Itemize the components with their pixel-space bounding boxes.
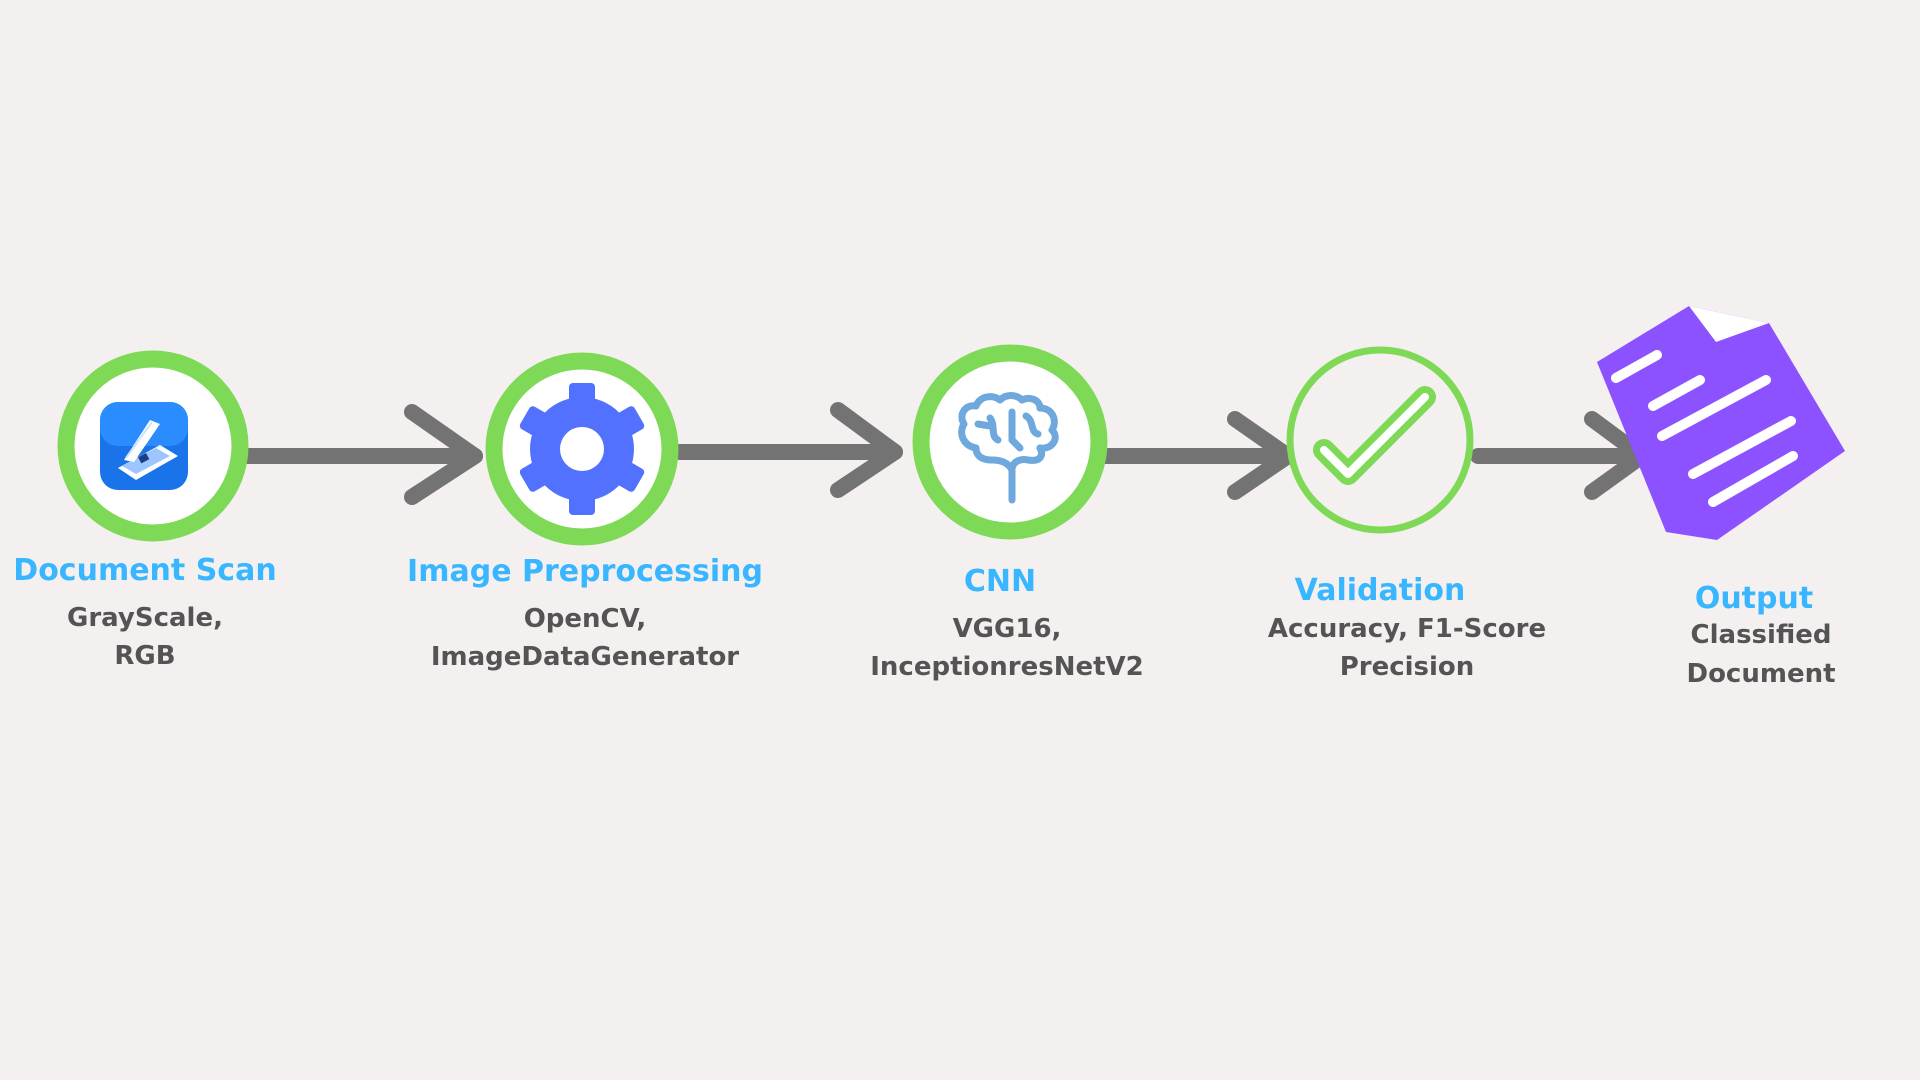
- node-image-preprocessing: [485, 352, 679, 546]
- step-title-document-scan: Document Scan: [13, 553, 277, 588]
- brain-icon: [958, 392, 1059, 504]
- step-detail-image-preprocessing-line2: ImageDataGenerator: [430, 642, 740, 672]
- step-detail-image-preprocessing-line1: OpenCV,: [523, 604, 647, 634]
- arrow-validation-to-output: [1470, 411, 1650, 500]
- node-cnn: [912, 344, 1108, 540]
- step-detail-output-line2: Document: [1686, 659, 1836, 689]
- step-detail-validation-line1: Accuracy, F1-Score: [1267, 614, 1547, 644]
- node-document-scan: [57, 350, 249, 542]
- arrow-scan-to-preprocessing: [232, 404, 483, 505]
- step-detail-cnn-line2: InceptionresNetV2: [870, 652, 1144, 682]
- step-detail-output-line1: Classified: [1690, 620, 1832, 650]
- document-icon: [1597, 306, 1845, 540]
- document-scanner-icon: [100, 402, 188, 490]
- arrow-preprocessing-to-cnn: [672, 402, 903, 498]
- step-detail-cnn-line1: VGG16,: [952, 614, 1062, 644]
- node-output: [1597, 306, 1845, 540]
- arrow-cnn-to-validation: [1087, 411, 1296, 500]
- gear-icon: [519, 383, 645, 515]
- step-title-output: Output: [1694, 581, 1814, 616]
- step-title-validation: Validation: [1294, 573, 1466, 608]
- node-validation: [1286, 346, 1474, 534]
- step-detail-validation-line2: Precision: [1339, 652, 1475, 682]
- step-detail-document-scan-line1: GrayScale,: [67, 603, 223, 633]
- step-title-cnn: CNN: [963, 564, 1037, 599]
- step-detail-document-scan-line2: RGB: [114, 641, 176, 671]
- step-title-image-preprocessing: Image Preprocessing: [407, 554, 763, 589]
